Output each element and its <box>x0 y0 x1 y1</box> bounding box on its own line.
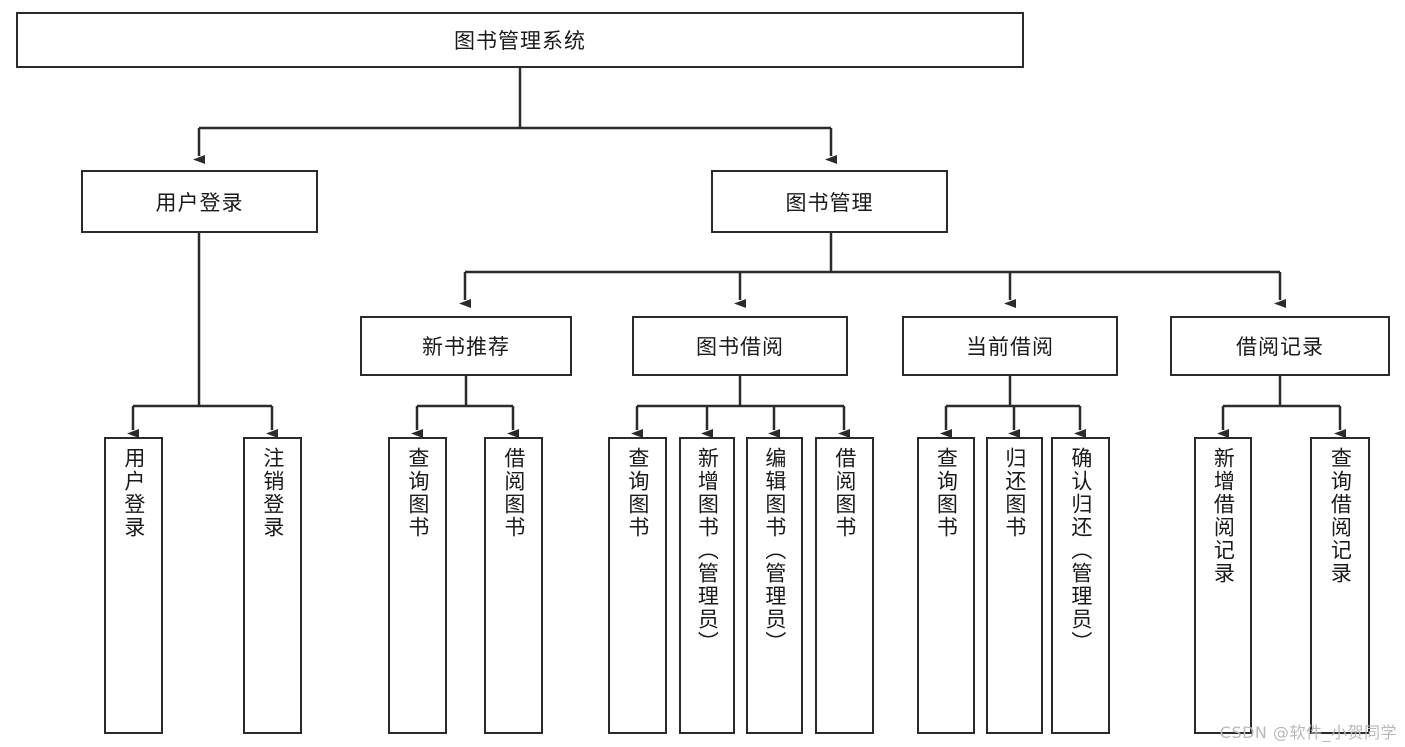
leaf-label: 用户登录 <box>121 447 146 539</box>
node-root[interactable]: 图书管理系统 <box>16 12 1024 68</box>
watermark: CSDN @软件_小贺同学 <box>1219 723 1397 742</box>
leaf-label: 新增图书（管理员） <box>695 447 720 654</box>
node-new-book-recommend[interactable]: 新书推荐 <box>360 316 572 376</box>
leaf-query-book-recommend[interactable]: 查询图书 <box>388 437 447 734</box>
leaf-label: 借阅图书 <box>501 447 526 539</box>
leaf-borrow-book-recommend[interactable]: 借阅图书 <box>484 437 543 734</box>
node-current-borrow-label: 当前借阅 <box>966 335 1054 359</box>
leaf-label: 确认归还（管理员） <box>1068 447 1093 654</box>
leaf-label: 归还图书 <box>1002 447 1027 539</box>
node-book-management[interactable]: 图书管理 <box>711 170 948 233</box>
leaf-user-login[interactable]: 用户登录 <box>104 437 163 734</box>
node-new-book-recommend-label: 新书推荐 <box>422 335 510 359</box>
node-user-login-label: 用户登录 <box>155 190 244 215</box>
leaf-query-borrow-record[interactable]: 查询借阅记录 <box>1310 437 1370 734</box>
leaf-label: 编辑图书（管理员） <box>762 447 787 654</box>
node-current-borrow[interactable]: 当前借阅 <box>902 316 1118 376</box>
leaf-label: 新增借阅记录 <box>1211 447 1236 585</box>
leaf-label: 查询图书 <box>405 447 430 539</box>
leaf-label: 借阅图书 <box>832 447 857 539</box>
leaf-label: 查询图书 <box>625 447 650 539</box>
leaf-query-book-borrow[interactable]: 查询图书 <box>608 437 667 734</box>
node-user-login[interactable]: 用户登录 <box>81 170 318 233</box>
leaf-label: 查询图书 <box>934 447 959 539</box>
node-book-borrow[interactable]: 图书借阅 <box>632 316 848 376</box>
node-borrow-records-label: 借阅记录 <box>1236 335 1324 359</box>
leaf-add-borrow-record[interactable]: 新增借阅记录 <box>1194 437 1252 734</box>
leaf-return-book[interactable]: 归还图书 <box>986 437 1043 734</box>
leaf-query-book-current[interactable]: 查询图书 <box>917 437 975 734</box>
node-book-management-label: 图书管理 <box>785 190 874 215</box>
node-book-borrow-label: 图书借阅 <box>696 335 784 359</box>
leaf-borrow-book[interactable]: 借阅图书 <box>815 437 874 734</box>
leaf-confirm-return-admin[interactable]: 确认归还（管理员） <box>1051 437 1110 734</box>
leaf-label: 注销登录 <box>260 447 285 539</box>
leaf-logout[interactable]: 注销登录 <box>243 437 302 734</box>
node-borrow-records[interactable]: 借阅记录 <box>1170 316 1390 376</box>
leaf-add-book-admin[interactable]: 新增图书（管理员） <box>679 437 735 734</box>
leaf-label: 查询借阅记录 <box>1328 447 1353 585</box>
leaf-edit-book-admin[interactable]: 编辑图书（管理员） <box>746 437 803 734</box>
node-root-label: 图书管理系统 <box>454 29 586 53</box>
